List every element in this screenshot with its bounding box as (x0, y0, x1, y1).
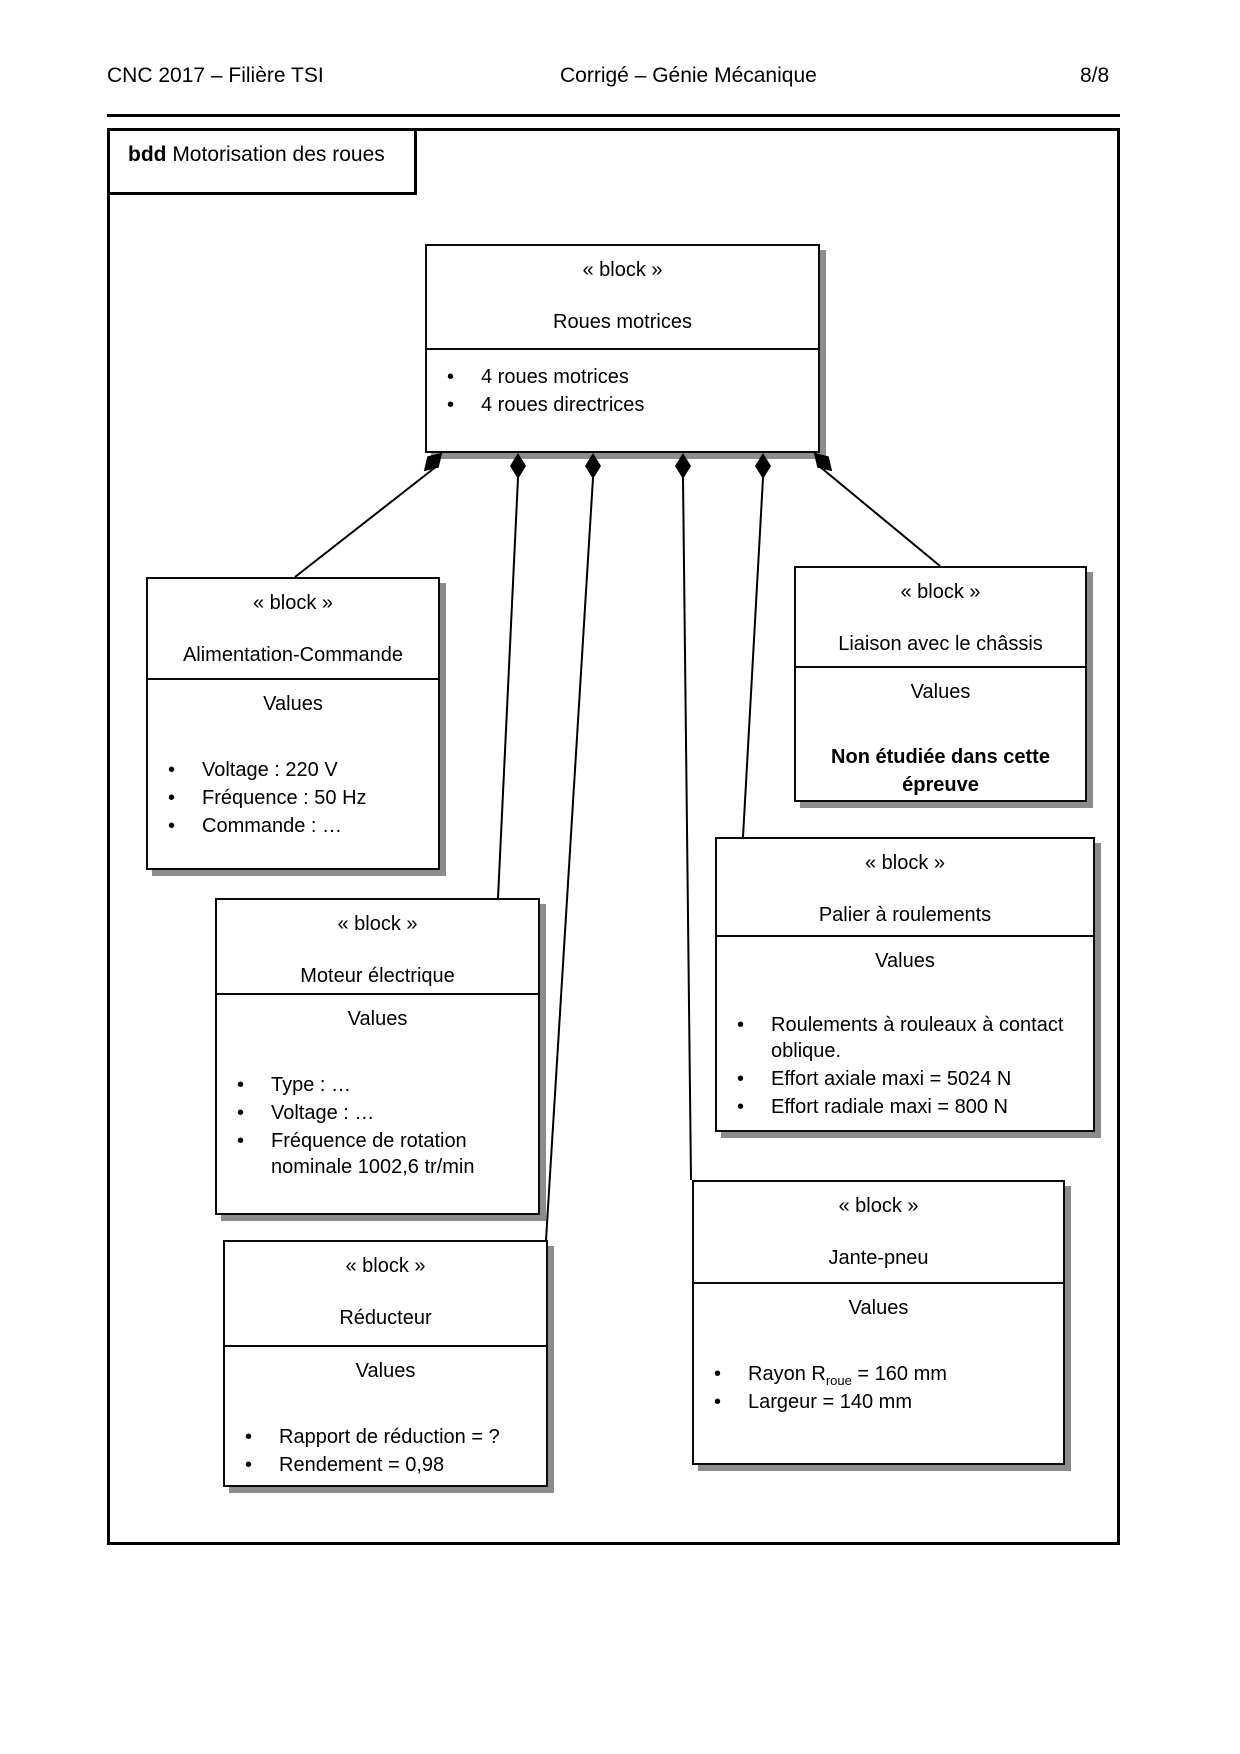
diagram-keyword: bdd (128, 143, 167, 166)
block-jante-pneu: « block » Jante-pneu Values Rayon Rroue … (692, 1180, 1065, 1465)
diagram-frame-tab: bdd Motorisation des roues (107, 128, 417, 195)
block-stereotype: « block » (252, 592, 334, 614)
block-moteur-electrique: « block » Moteur électrique Values Type … (215, 898, 540, 1215)
block-stereotype: « block » (900, 581, 981, 603)
block-values-compartment: Values Voltage : 220 V Fréquence : 50 Hz… (148, 680, 438, 868)
header-title: Corrigé – Génie Mécanique (560, 64, 817, 87)
block-name: Alimentation-Commande (182, 644, 404, 666)
value-item: Voltage : … (217, 1100, 538, 1126)
block-stereotype: « block » (345, 1255, 426, 1277)
block-values-compartment: 4 roues motrices 4 roues directrices (427, 350, 818, 451)
block-values-compartment: Values Roulements à rouleaux à contact o… (717, 937, 1093, 1130)
value-item: 4 roues motrices (427, 364, 818, 390)
block-liaison-chassis: « block » Liaison avec le châssis Values… (794, 566, 1087, 802)
block-name: Palier à roulements (818, 904, 992, 926)
block-alimentation-commande: « block » Alimentation-Commande Values V… (146, 577, 440, 870)
block-header-compartment: « block » Réducteur (225, 1242, 546, 1347)
block-header-compartment: « block » Moteur électrique (217, 900, 538, 995)
header-page-number: 8/8 (1080, 64, 1110, 87)
block-values-compartment: Values Rayon Rroue = 160 mm Largeur = 14… (694, 1284, 1063, 1463)
block-header-compartment: « block » Jante-pneu (694, 1182, 1063, 1284)
block-name: Roues motrices (553, 311, 692, 333)
block-stereotype: « block » (582, 259, 663, 281)
block-stereotype: « block » (337, 913, 418, 935)
diagram-frame-label: bdd Motorisation des roues (128, 143, 385, 167)
rayon-value: = 160 mm (851, 1363, 947, 1385)
header-course-label: CNC 2017 – Filière TSI (107, 64, 324, 87)
block-header-compartment: « block » Roues motrices (427, 246, 818, 350)
values-compartment-label: Values (355, 1360, 416, 1382)
value-item: Effort radiale maxi = 800 N (717, 1094, 1093, 1120)
value-item: Effort axiale maxi = 5024 N (717, 1066, 1093, 1092)
block-roues-motrices: « block » Roues motrices 4 roues motrice… (425, 244, 820, 453)
block-values-compartment: Values Type : … Voltage : … Fréquence de… (217, 995, 538, 1213)
values-compartment-label: Values (848, 1297, 909, 1319)
value-item: Rayon Rroue = 160 mm (694, 1361, 1063, 1387)
block-palier-roulements: « block » Palier à roulements Values Rou… (715, 837, 1095, 1132)
block-name: Jante-pneu (828, 1247, 929, 1269)
block-stereotype: « block » (864, 852, 946, 874)
values-compartment-label: Values (347, 1008, 408, 1030)
values-compartment-label: Values (875, 950, 935, 972)
values-compartment-label: Values (910, 681, 971, 703)
value-item: Largeur = 140 mm (694, 1389, 1063, 1415)
block-reducteur: « block » Réducteur Values Rapport de ré… (223, 1240, 548, 1487)
block-header-compartment: « block » Alimentation-Commande (148, 579, 438, 680)
value-item: Voltage : 220 V (148, 757, 438, 783)
block-name: Moteur électrique (300, 965, 455, 987)
block-stereotype: « block » (838, 1195, 919, 1217)
value-item: Rendement = 0,98 (225, 1452, 546, 1478)
value-item: Commande : … (148, 813, 438, 839)
value-item: Roulements à rouleaux à contact oblique. (717, 1012, 1093, 1064)
diagram-name: Motorisation des roues (166, 143, 385, 166)
value-item: Fréquence de rotation nominale 1002,6 tr… (217, 1128, 538, 1180)
block-name: Liaison avec le châssis (838, 633, 1043, 655)
rayon-subscript: roue (825, 1373, 852, 1388)
block-header-compartment: « block » Liaison avec le châssis (796, 568, 1085, 668)
value-item: Rapport de réduction = ? (225, 1424, 546, 1450)
values-compartment-label: Values (263, 693, 323, 715)
block-values-compartment: Values Rapport de réduction = ? Rendemen… (225, 1347, 546, 1485)
value-item: 4 roues directrices (427, 392, 818, 418)
block-name: Réducteur (339, 1307, 432, 1329)
not-studied-note: Non étudiée dans cette épreuve (831, 746, 1050, 796)
value-item: Fréquence : 50 Hz (148, 785, 438, 811)
block-values-compartment: Values Non étudiée dans cette épreuve (796, 668, 1085, 800)
value-item: Type : … (217, 1072, 538, 1098)
rayon-text: Rayon R (748, 1363, 826, 1385)
block-header-compartment: « block » Palier à roulements (717, 839, 1093, 937)
header-rule (107, 114, 1120, 117)
